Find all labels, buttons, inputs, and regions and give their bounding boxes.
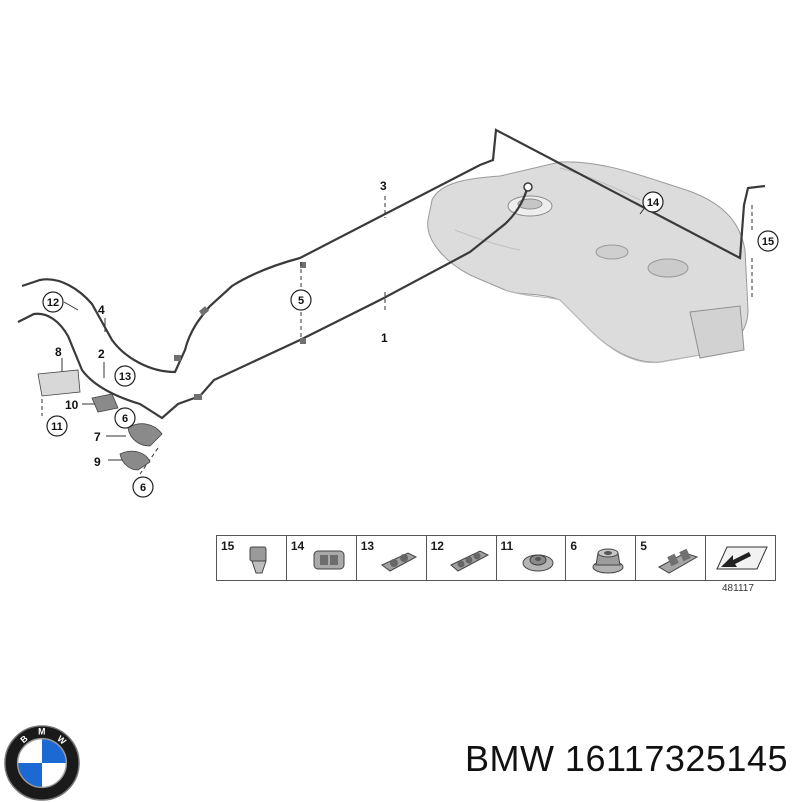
- callout-10: 10: [65, 398, 79, 412]
- line-clips: [174, 262, 306, 400]
- callout-12: 12: [47, 297, 59, 309]
- part-number: 14: [290, 539, 305, 553]
- bmw-logo-icon: B M W: [4, 725, 80, 801]
- callout-2: 2: [98, 347, 105, 361]
- svg-text:M: M: [38, 727, 45, 737]
- part-cell-15: 15: [217, 536, 287, 580]
- part-number: 6: [570, 539, 578, 553]
- part-cell-14: 14: [287, 536, 357, 580]
- callout-9: 9: [94, 455, 101, 469]
- callout-4: 4: [98, 303, 105, 317]
- hex-nut-icon: [592, 548, 624, 574]
- line-holder-icon: [658, 548, 699, 574]
- brackets: [37, 369, 163, 471]
- part-number-caption: BMW 16117325145: [464, 738, 788, 779]
- part-number: 12: [430, 539, 444, 553]
- connector-clip-icon: [313, 550, 345, 570]
- callout-15: 15: [762, 236, 774, 248]
- parts-strip: 15 14 13 12 11: [216, 535, 776, 581]
- clip-icon: [249, 546, 267, 574]
- flange-nut-icon: [522, 554, 554, 572]
- part-cell-6: 6: [566, 536, 637, 580]
- fuel-line-1: [17, 185, 530, 420]
- fuel-tank: [427, 161, 749, 364]
- diagram-id: 481117: [722, 583, 754, 594]
- part-number: 11: [500, 539, 514, 553]
- callout-11: 11: [51, 421, 63, 433]
- callout-13: 13: [119, 371, 131, 383]
- part-cell-13: 13: [357, 536, 427, 580]
- circled-callouts: [42, 191, 779, 498]
- part-number: 15: [221, 539, 235, 553]
- direction-arrow-icon: [716, 546, 768, 570]
- fuel-line-3: [21, 128, 766, 374]
- part-number: 13: [360, 539, 375, 553]
- callout-8: 8: [55, 345, 62, 359]
- part-cell-12: 12: [427, 536, 497, 580]
- triple-clip-icon: [449, 550, 489, 572]
- part-cell-11: 11: [497, 536, 567, 580]
- svg-text:B: B: [18, 733, 29, 745]
- callout-3: 3: [380, 179, 387, 193]
- part-cell-5: 5: [636, 536, 707, 580]
- callout-7: 7: [94, 430, 101, 444]
- callout-5: 5: [298, 295, 304, 307]
- part-cell-arrow: [706, 536, 775, 580]
- double-clip-icon: [380, 552, 417, 572]
- line-connector: [523, 182, 533, 192]
- callout-1: 1: [381, 331, 388, 345]
- callout-14: 14: [647, 197, 660, 209]
- callout-6-lower: 6: [140, 482, 146, 494]
- callout-6-upper: 6: [122, 413, 128, 425]
- part-number: 5: [640, 539, 647, 553]
- fuel-line-diagram: 3 1 4 2 8 10 7 9 5 12 13 6 11 6 14 15: [17, 128, 779, 498]
